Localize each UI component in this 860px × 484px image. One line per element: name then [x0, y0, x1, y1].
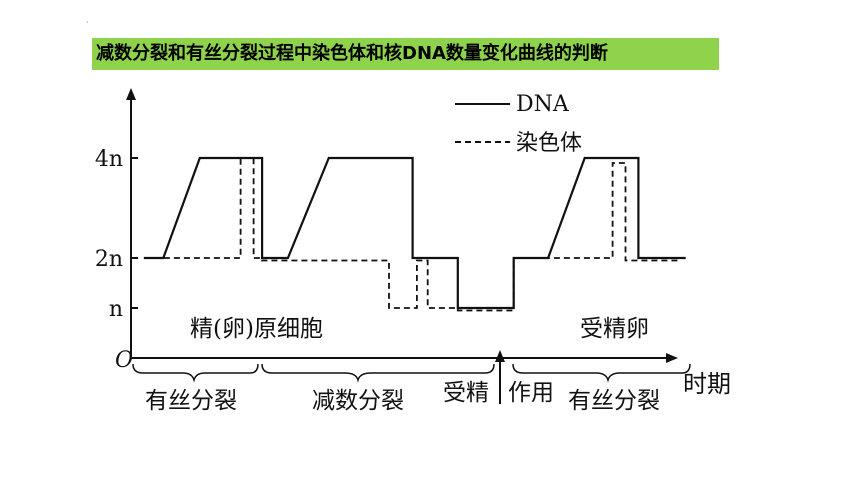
phase-fertilization: 受精 [443, 380, 489, 406]
y-tick-label: 4n [95, 147, 123, 172]
y-tick-label: 2n [95, 247, 123, 272]
origin-label: O [115, 348, 133, 373]
x-axis-arrow [666, 353, 678, 363]
annotation-zygote: 受精卵 [580, 316, 649, 342]
series-chromosome-line [143, 157, 682, 312]
y-axis-arrow [126, 88, 136, 100]
page-mark: · [86, 18, 89, 27]
phase-mitosis-1: 有丝分裂 [145, 388, 237, 414]
annotation-parent-cell: 精(卵)原细胞 [190, 316, 323, 342]
phase-meiosis: 减数分裂 [312, 388, 404, 414]
series-group [143, 156, 686, 312]
y-tick-label: n [109, 297, 123, 322]
phase-action: 作用 [508, 380, 554, 406]
brace-mitosis-1 [132, 363, 259, 383]
legend-chromosome-label: 染色体 [516, 131, 582, 156]
series-dna-line [143, 156, 686, 310]
brace-mitosis-2 [512, 363, 691, 383]
phase-mitosis-2: 有丝分裂 [568, 388, 660, 414]
brace-meiosis [261, 363, 495, 383]
legend-dna-label: DNA [516, 92, 570, 117]
page-title: 减数分裂和有丝分裂过程中染色体和核DNA数量变化曲线的判断 [92, 38, 719, 70]
legend: DNA 染色体 [455, 92, 582, 156]
y-ticks: 4n 2n n [95, 147, 138, 322]
x-axis-label: 时期 [683, 370, 731, 398]
fertilization-arrow-head [495, 350, 505, 362]
